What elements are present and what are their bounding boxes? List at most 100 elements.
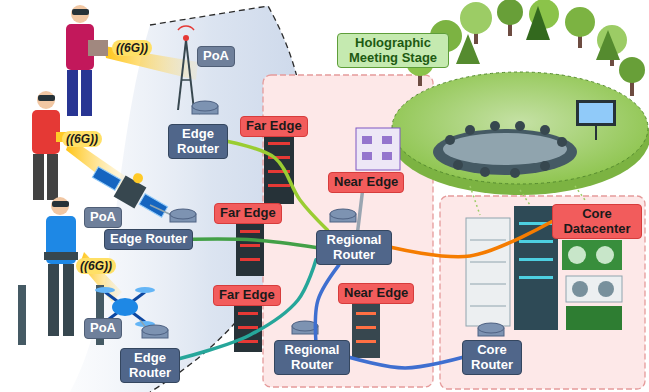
network-link [358,193,363,230]
meeting-table [510,168,520,178]
node-text: Regional Router [280,343,344,372]
meeting-table [433,129,577,175]
core-datacenter [519,276,553,279]
near-edge-server [356,326,376,329]
core-datacenter [562,240,622,270]
stage-label: Holographic Meeting Stage [337,33,449,68]
drone [135,287,155,293]
router-icon [478,323,504,333]
network-link [193,239,316,247]
far-edge-label: Far Edge [213,285,281,306]
cell-tower [181,79,191,81]
meeting-stage [392,72,648,184]
meeting-table [480,167,490,177]
vr-user [67,70,78,116]
meeting-table [445,121,567,178]
router-label: Edge Router [168,124,228,159]
router-icon [330,209,356,219]
vr-user [18,285,26,345]
near-edge-server [356,340,376,343]
drone [112,298,138,316]
meeting-stage [460,2,492,34]
near-edge-building [382,136,392,144]
core-datacenter [470,240,506,241]
vr-user [71,5,89,23]
meeting-table [540,125,550,135]
signal-label: ((6G)) [76,258,116,274]
cell-tower [186,40,194,110]
core-datacenter [572,281,588,297]
router-label: Edge Router [120,348,180,383]
router-icon [192,101,218,111]
meeting-stage [619,57,645,83]
router-icon [142,325,168,335]
vr-user [72,9,89,15]
near-edge-building [362,152,372,160]
vr-user [47,154,58,200]
meeting-table [465,125,475,135]
network-link [315,265,338,340]
router-label: Regional Router [316,230,392,265]
far-edge-server [240,244,260,247]
near-edge-label: Near Edge [338,283,414,304]
node-text: PoA [90,210,116,225]
node-text: PoA [90,321,116,336]
vr-user [48,264,59,336]
far-edge-label: Far Edge [240,116,308,137]
meeting-table [595,126,597,140]
router-icon [170,209,196,219]
drone [95,287,115,293]
meeting-stage [526,6,550,40]
vr-user [32,110,60,154]
node-text: Far Edge [219,288,275,303]
router-label: Core Router [462,340,522,375]
node-text: Regional Router [322,233,386,262]
far-edge-server [240,258,260,261]
satellite [131,171,145,185]
cell-tower [178,26,194,110]
vr-user [33,154,44,200]
core-datacenter [470,306,506,307]
poa-label: PoA [84,207,122,228]
near-edge-building [362,136,372,144]
node-text: Edge Router [110,232,187,247]
meeting-table [445,135,455,145]
signal-label: ((6G)) [112,40,152,56]
far-edge-label: Far Edge [214,203,282,224]
network-link [350,358,462,368]
cell-tower [178,40,186,110]
vr-user [52,201,69,207]
satellite [139,194,168,217]
far-edge-server [268,184,290,187]
network-link [392,222,552,257]
cell-tower [183,35,189,41]
meeting-table [433,100,616,178]
meeting-table [443,133,567,165]
far-edge-server [238,312,258,315]
core-datacenter [598,281,614,297]
core-datacenter [566,306,622,330]
vr-user [66,5,108,116]
node-text: PoA [203,49,229,64]
node-text: Core Router [468,343,516,372]
meeting-stage [630,82,634,96]
poa-label: PoA [84,318,122,339]
vr-user [81,70,92,116]
node-text: Core Datacenter [558,207,636,236]
meeting-table [576,100,616,126]
router-icon [142,101,504,338]
meeting-table [490,121,500,131]
core-datacenter [568,246,586,264]
vr-user [63,264,74,336]
meeting-table [557,137,567,147]
core-datacenter [566,276,622,302]
near-edge-building [356,128,400,170]
vr-user [51,197,69,215]
near-edge-server [356,312,376,315]
vr-user [88,40,108,56]
meeting-stage [520,190,530,205]
core-datacenter [596,246,614,264]
cell-tower [178,26,194,30]
core-datacenter [466,218,510,326]
